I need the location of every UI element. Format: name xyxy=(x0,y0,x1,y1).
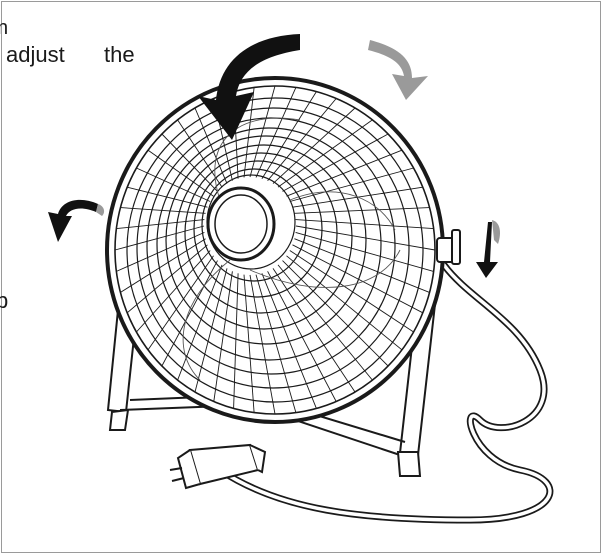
guard-spoke xyxy=(116,219,205,230)
fan-hub xyxy=(206,186,276,262)
guard-spoke xyxy=(277,119,373,188)
guard-spoke xyxy=(267,271,337,402)
fan-guard xyxy=(105,76,445,424)
guard-spoke xyxy=(286,255,403,351)
guard-spoke xyxy=(233,273,239,409)
rotate-back-arrow-icon xyxy=(368,40,428,100)
tilt-left-arrow-icon xyxy=(48,199,105,242)
caption-fragment-left: p xyxy=(0,288,9,313)
guard-spoke xyxy=(249,274,276,415)
guard-spoke xyxy=(261,273,317,409)
guard-spoke xyxy=(120,238,206,293)
guard-spoke xyxy=(161,133,218,192)
guard-spoke xyxy=(126,244,208,314)
guard-spoke xyxy=(295,225,436,251)
guard-spoke xyxy=(289,250,414,333)
guard-spoke xyxy=(194,268,228,393)
guard-spoke xyxy=(261,91,317,179)
guard-spoke xyxy=(286,149,403,197)
guard-spoke xyxy=(213,271,233,402)
tilt-knob xyxy=(436,229,461,265)
guard-spoke xyxy=(249,85,276,178)
guard-spoke xyxy=(294,207,430,214)
guard-spoke xyxy=(272,107,356,184)
guard-spoke xyxy=(295,231,434,272)
guard-spoke xyxy=(177,264,223,381)
guard-spoke xyxy=(147,255,214,351)
guard-spoke xyxy=(289,167,414,202)
guard-spoke xyxy=(267,98,337,181)
guard-spoke xyxy=(282,260,389,367)
caption-word-adjust: adjust xyxy=(6,42,65,67)
caption-fragment-top: n xyxy=(0,17,9,39)
tilt-down-arrow-icon xyxy=(476,220,500,278)
fan-spokes xyxy=(114,85,436,415)
guard-spoke xyxy=(292,244,424,314)
guard-spoke xyxy=(255,87,297,178)
guard-spoke xyxy=(114,225,205,251)
guard-spoke xyxy=(194,107,228,184)
guard-spoke xyxy=(272,268,356,393)
guard-spoke xyxy=(243,87,255,178)
guard-spoke xyxy=(127,186,208,208)
guard-spoke xyxy=(136,250,211,333)
guard-spoke xyxy=(136,167,211,202)
guard-spoke xyxy=(120,207,206,214)
guard-spoke xyxy=(282,133,389,192)
guard-spoke xyxy=(255,274,297,413)
rotate-down-arrow-icon xyxy=(198,34,300,140)
guard-spoke xyxy=(294,238,430,293)
guard-spoke xyxy=(116,231,205,272)
power-plug-icon xyxy=(169,443,267,490)
guard-spoke xyxy=(243,274,255,413)
guard-spoke xyxy=(295,219,434,230)
guard-spoke xyxy=(161,260,218,367)
guard-spoke xyxy=(147,149,214,197)
caption-word-the: the xyxy=(104,42,135,67)
